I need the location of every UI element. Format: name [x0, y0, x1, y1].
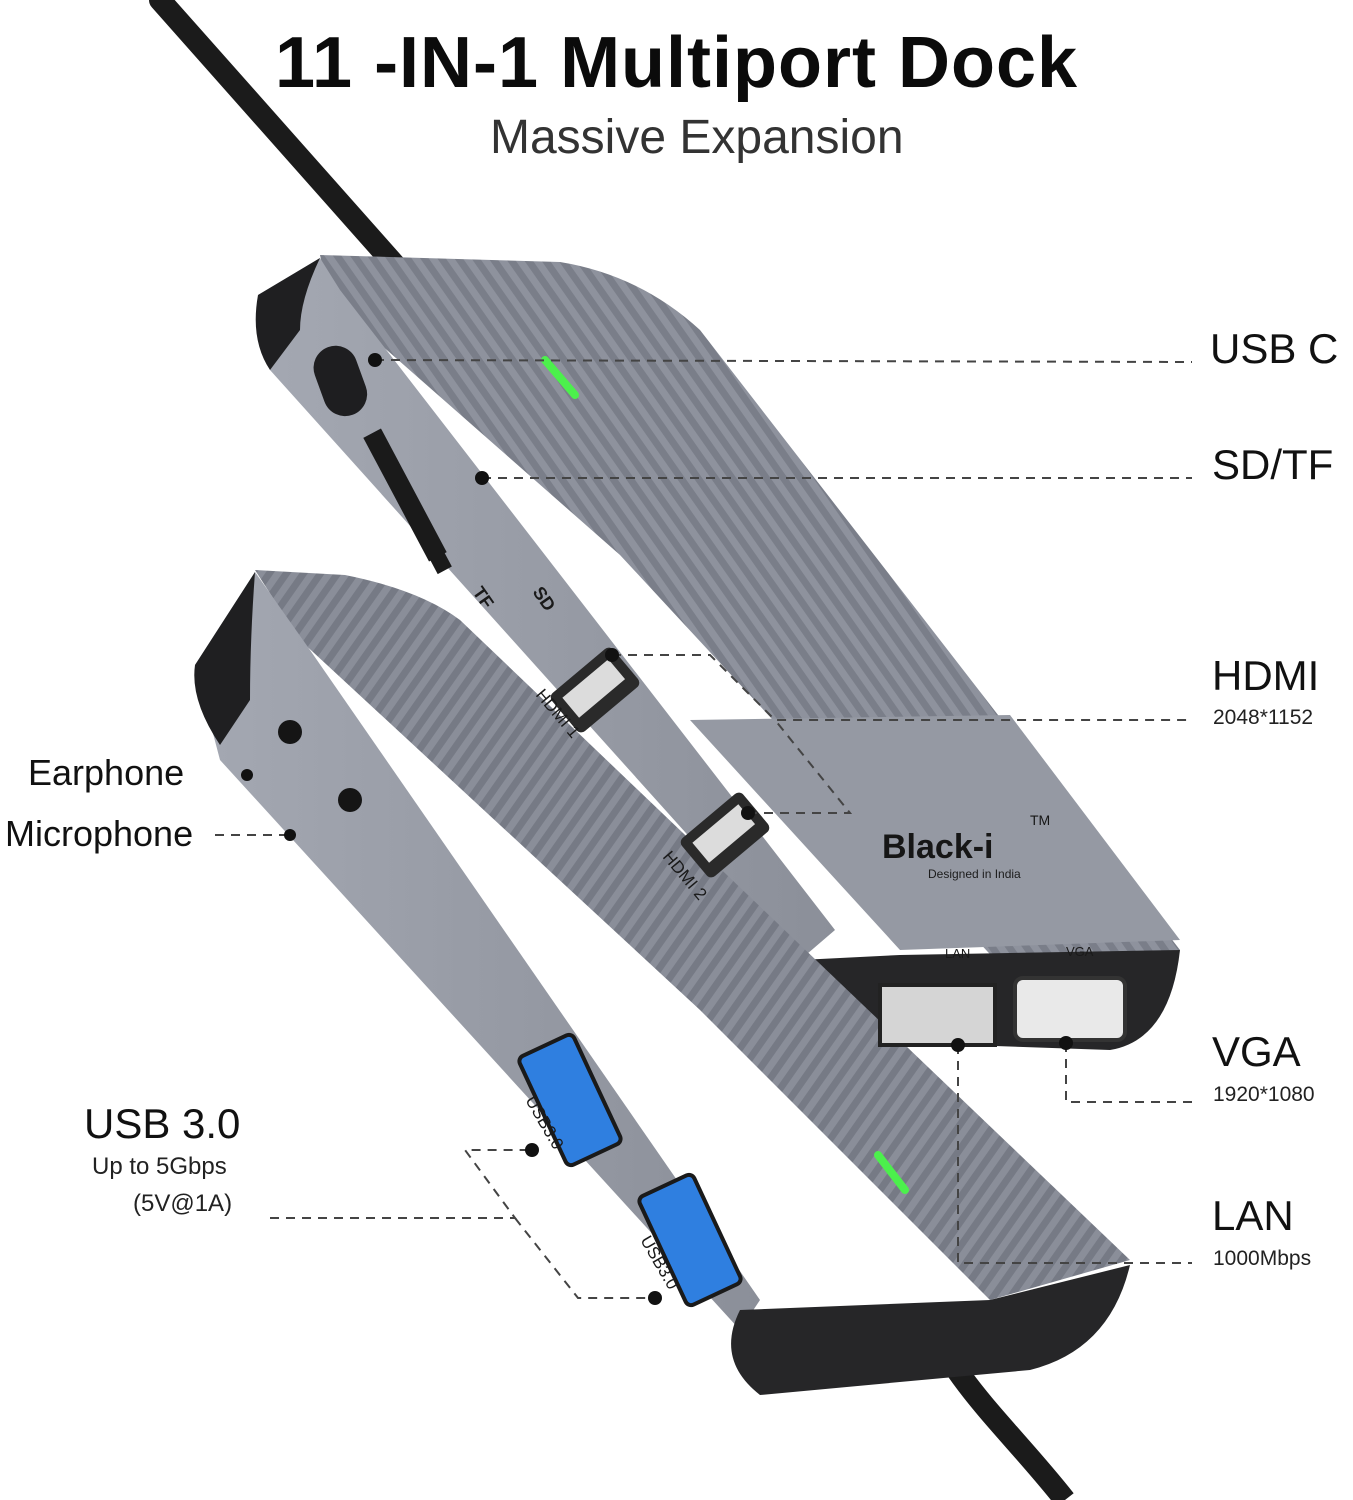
hdmi1-port-shape	[550, 647, 640, 733]
lower-hub-endcap	[731, 1265, 1130, 1395]
vga-port-shape	[1013, 976, 1127, 1042]
callout-vga-label: VGA	[1212, 1028, 1301, 1075]
page-title: 11 -IN-1 Multiport Dock	[274, 23, 1079, 103]
leader-usb30-b	[514, 1217, 655, 1299]
vga-port-label: VGA	[1066, 944, 1094, 959]
trademark-text: TM	[1030, 812, 1050, 828]
usb-a1-port-shape	[517, 1032, 623, 1168]
lower-hub-left-cap	[194, 572, 255, 745]
brand-logo-text: Black-i	[882, 828, 994, 866]
callout-hdmi-spec: 2048*1152	[1213, 706, 1314, 729]
leader-usb30	[270, 1149, 532, 1219]
lan-port-label: LAN	[945, 946, 970, 961]
callout-earphone-label: Earphone	[28, 752, 185, 793]
leader-lines	[215, 359, 1193, 1299]
earphone-jack-shape	[278, 720, 302, 744]
leader-hdmi-branch	[748, 719, 853, 814]
leader-usb-c	[374, 359, 1193, 363]
page-subtitle: Massive Expansion	[490, 111, 904, 164]
callout-usb30-spec-line1: Up to 5Gbps	[92, 1153, 227, 1180]
callout-usb-c-label: USB C	[1210, 325, 1339, 372]
usb-c-port-shape	[313, 345, 368, 417]
upper-hub-panel	[690, 715, 1180, 950]
leader-dots	[241, 353, 1073, 1305]
callout-usb30-label: USB 3.0	[84, 1100, 241, 1147]
callout-usb30-spec-line2: (5V@1A)	[133, 1190, 233, 1217]
callout-sd-tf-label: SD/TF	[1212, 441, 1334, 488]
led-indicator-upper	[541, 356, 579, 399]
callout-lan-label: LAN	[1212, 1192, 1294, 1239]
callout-lan-spec: 1000Mbps	[1213, 1247, 1312, 1270]
lower-hub-top	[255, 570, 1130, 1300]
leader-hdmi	[612, 654, 1192, 721]
leader-vga	[1065, 1043, 1192, 1103]
callout-hdmi-label: HDMI	[1212, 652, 1320, 699]
mic-jack-shape	[338, 788, 362, 812]
brand-tagline-text: Designed in India	[928, 867, 1021, 881]
callout-microphone-label: Microphone	[5, 813, 194, 854]
top-cable	[149, 0, 406, 276]
upper-hub-side	[258, 258, 835, 960]
tf-slot-shape	[400, 495, 452, 575]
callout-vga-spec: 1920*1080	[1213, 1083, 1315, 1106]
lan-port-shape	[878, 983, 997, 1047]
upper-hub-left-cap	[255, 258, 320, 370]
usb-a2-port-shape	[637, 1172, 743, 1308]
led-indicator-lower	[874, 1151, 909, 1194]
leader-lan	[957, 1045, 1192, 1264]
